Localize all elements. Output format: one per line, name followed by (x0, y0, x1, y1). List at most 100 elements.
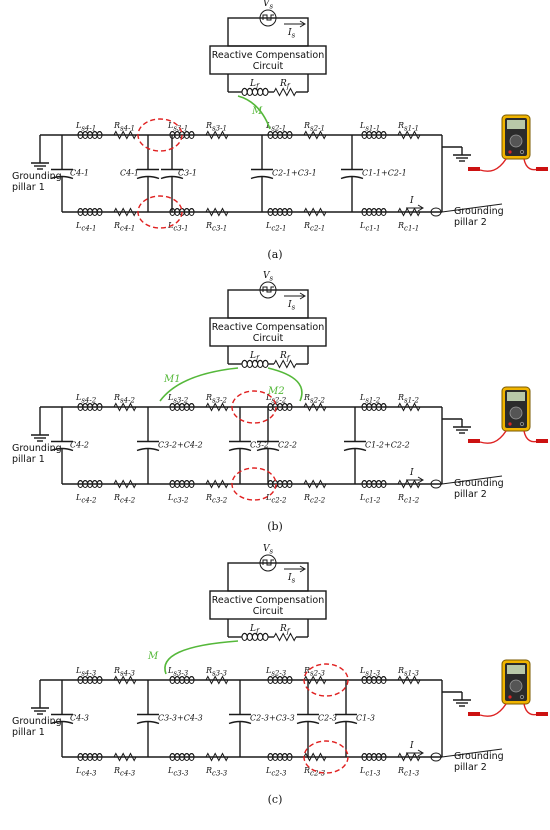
component-label: Ls3-2 (167, 393, 189, 405)
loop-current-label: I (409, 196, 414, 206)
series-inductor-top (77, 676, 103, 684)
capacitor-label: C3-1 (178, 169, 197, 178)
series-resistor-bottom (397, 207, 421, 217)
component-label: Rs2-1 (303, 121, 325, 133)
highlight-ellipse-bottom (303, 740, 349, 774)
capacitor-label: C2-3 (318, 714, 337, 723)
component-label: Rc1-2 (397, 493, 420, 505)
component-label: Rc4-2 (113, 493, 136, 505)
component-label: Rc2-1 (303, 221, 325, 233)
component-label: Ls2-2 (265, 393, 287, 405)
series-inductor-top (267, 131, 293, 139)
shunt-capacitor (136, 135, 160, 212)
component-label: Lc4-3 (75, 766, 97, 778)
series-resistor-top (205, 675, 229, 685)
component-label: Lc3-2 (167, 493, 189, 505)
highlight-ellipse-bottom (137, 195, 183, 229)
shunt-capacitor (50, 135, 74, 212)
component-label: Rs3-3 (205, 666, 227, 678)
grounding-pillar-1-line2: pillar 1 (12, 182, 45, 193)
panel-caption: (c) (268, 793, 283, 806)
lf-label: Lf (249, 351, 260, 363)
series-resistor-bottom (303, 479, 327, 489)
current-probe-icon (430, 479, 442, 489)
component-label: Ls4-1 (75, 121, 96, 133)
series-resistor-bottom (205, 207, 229, 217)
series-resistor-top (205, 130, 229, 140)
ground-icon-left (31, 700, 49, 715)
grounding-pillar-1-line1: Grounding (12, 443, 62, 454)
current-probe-icon (430, 752, 442, 762)
series-resistor-bottom (303, 752, 327, 762)
source-voltage-label: Vs (263, 544, 274, 556)
capacitor-label: C3-3+C4-3 (158, 714, 203, 723)
series-resistor-top (397, 675, 421, 685)
ground-icon-right (453, 147, 471, 162)
capacitor-label: C2-2 (278, 441, 297, 450)
multimeter-icon (468, 386, 548, 444)
component-label: Rc3-3 (205, 766, 228, 778)
shunt-capacitor (228, 680, 252, 757)
ac-square-wave-source-icon (259, 554, 277, 572)
component-label: Rc4-1 (113, 221, 135, 233)
component-label: Ls4-3 (75, 666, 97, 678)
component-label: Lc1-1 (359, 221, 381, 233)
highlight-ellipse-top (303, 663, 349, 697)
component-label: Ls1-1 (359, 121, 380, 133)
component-label: Rs3-1 (205, 121, 227, 133)
series-inductor-top (169, 676, 195, 684)
multimeter-icon (468, 659, 548, 717)
mutual-label-m2: M2 (267, 386, 285, 397)
shunt-capacitor (50, 680, 74, 757)
shunt-capacitor (228, 407, 252, 484)
mutual-arrow (164, 640, 239, 675)
component-label: Rc2-2 (303, 493, 326, 505)
component-label: Lc2-1 (265, 221, 287, 233)
component-label: Rc3-2 (205, 493, 228, 505)
series-inductor-bottom (361, 480, 387, 488)
series-inductor-bottom (77, 208, 103, 216)
shunt-capacitor (50, 407, 74, 484)
ground-icon-left (31, 427, 49, 442)
mutual-label-m1: M1 (163, 374, 181, 385)
rf-resistor (273, 632, 297, 642)
component-label: Lc3-3 (167, 766, 189, 778)
current-probe-icon (430, 207, 442, 217)
source-voltage-label: Vs (263, 0, 274, 11)
panel-caption: (b) (267, 520, 283, 533)
component-label: Rs2-2 (303, 393, 325, 405)
series-inductor-bottom (267, 208, 293, 216)
highlight-ellipse-top (231, 390, 277, 424)
component-label: Rc3-1 (205, 221, 227, 233)
rcc-title-line1: Reactive Compensation (212, 322, 324, 333)
shunt-capacitor (343, 407, 367, 484)
series-resistor-top (303, 675, 327, 685)
component-label: Ls3-3 (167, 666, 189, 678)
capacitor-label: C2-1+C3-1 (272, 169, 317, 178)
series-resistor-top (113, 130, 137, 140)
mutual-label-m: M (251, 106, 263, 117)
series-inductor-top (169, 403, 195, 411)
rcc-title-line1: Reactive Compensation (212, 50, 324, 61)
component-label: Rs1-3 (397, 666, 419, 678)
series-resistor-top (397, 130, 421, 140)
series-resistor-bottom (113, 207, 137, 217)
capacitor-label: C4-1 (120, 169, 139, 178)
series-resistor-top (303, 130, 327, 140)
series-resistor-top (113, 675, 137, 685)
capacitor-label: C3-2+C4-2 (158, 441, 203, 450)
source-voltage-label: Vs (263, 271, 274, 283)
shunt-capacitor (160, 135, 184, 212)
lf-label: Lf (249, 624, 260, 636)
mutual-label-m: M (147, 651, 159, 662)
component-label: Rc2-3 (303, 766, 326, 778)
shunt-capacitor (334, 680, 358, 757)
